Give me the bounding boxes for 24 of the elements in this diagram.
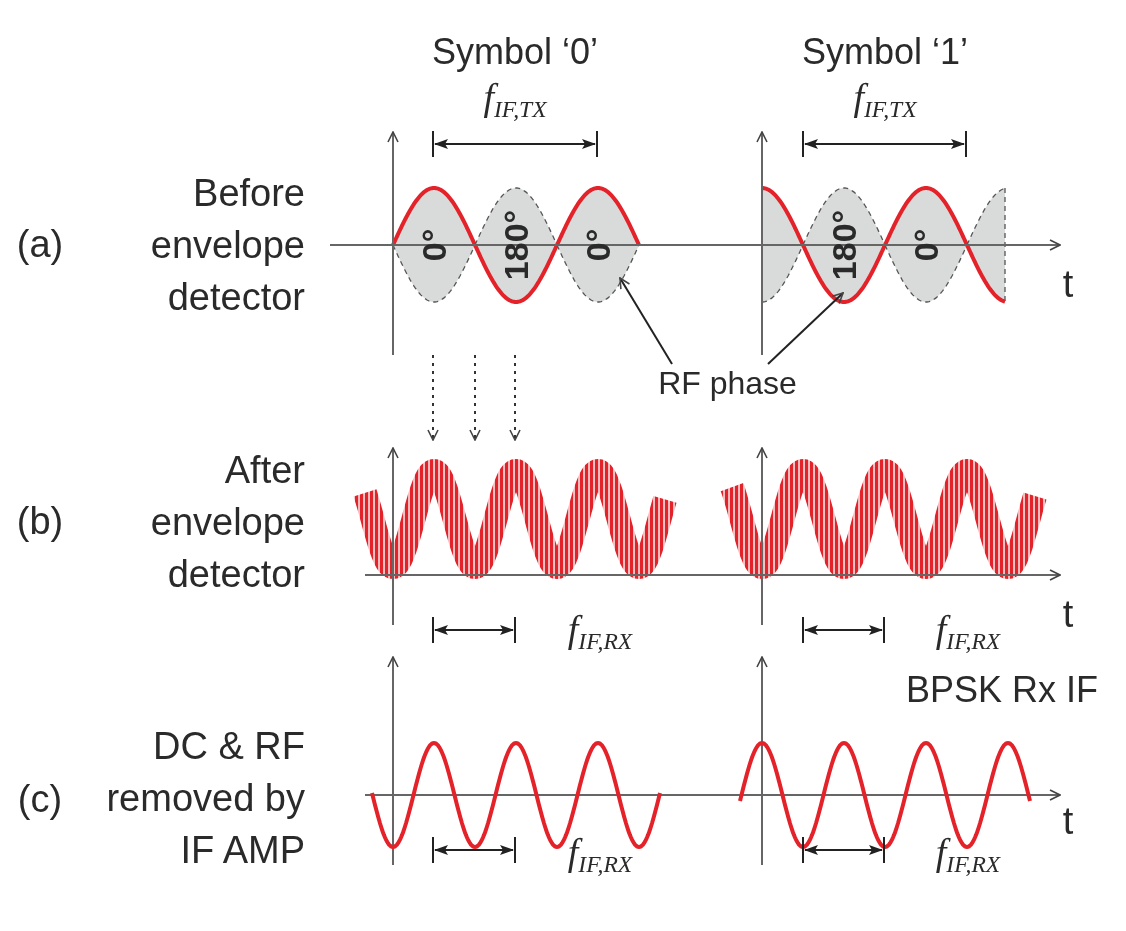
phase-label: 0° — [417, 228, 451, 262]
panel-letter: (b) — [16, 502, 64, 542]
phase-label: 180° — [499, 209, 533, 281]
panel-letter: (a) — [16, 225, 64, 265]
axis-label: t — [1062, 265, 1074, 305]
phase-label: 0° — [581, 228, 615, 262]
frequency-label: f$_{IF,TX}$ — [483, 78, 547, 122]
panel-letter: (c) — [17, 780, 63, 820]
panel-title: BPSK Rx IF — [906, 671, 1098, 709]
frequency-label: f$_{IF,RX}$ — [935, 610, 1001, 654]
frequency-label: f$_{IF,TX}$ — [853, 78, 917, 122]
row-caption: Before envelope detector — [149, 171, 305, 320]
axis-label: t — [1062, 595, 1074, 635]
symbol-heading: Symbol ‘0’ — [431, 33, 599, 71]
frequency-label: f$_{IF,RX}$ — [567, 610, 633, 654]
frequency-label: f$_{IF,RX}$ — [935, 833, 1001, 877]
phase-label: 0° — [909, 228, 943, 262]
phase-label: 180° — [827, 209, 861, 281]
row-caption: DC & RF removed by IF AMP — [105, 724, 305, 873]
row-caption: After envelope detector — [149, 448, 305, 597]
callout-label: RF phase — [640, 364, 815, 406]
frequency-label: f$_{IF,RX}$ — [567, 833, 633, 877]
axis-label: t — [1062, 802, 1074, 842]
symbol-heading: Symbol ‘1’ — [801, 33, 969, 71]
